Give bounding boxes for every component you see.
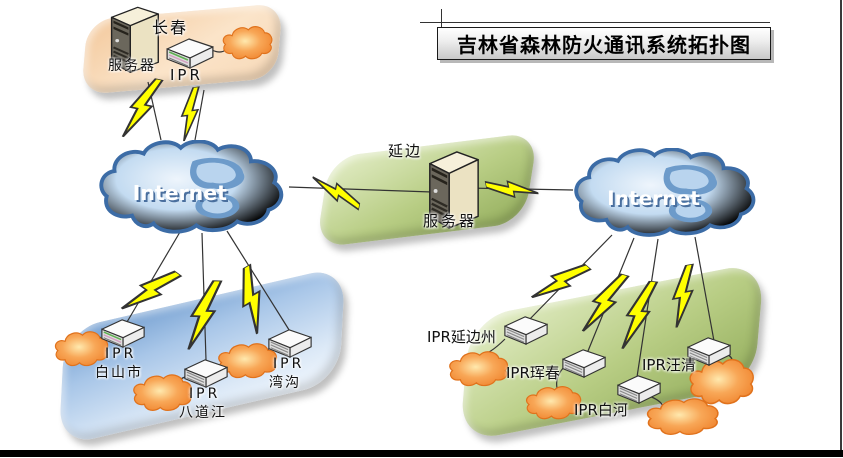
lightning-bolt-icon: [617, 279, 659, 352]
lightning-bolt-icon: [183, 279, 223, 350]
page-title: 吉林省森林防火通讯系统拓扑图: [437, 27, 771, 60]
label-baihe: IPR白河: [574, 401, 628, 419]
label-yanbian-region: 延边: [388, 142, 423, 160]
lightning-bolt-icon: [484, 170, 540, 208]
label-baishan-city: 白山市: [95, 365, 143, 381]
internet-label-shadow: Internet: [135, 183, 229, 207]
label-wangou-city: 湾沟: [269, 375, 301, 391]
label-badaojiang-router: IPR: [189, 386, 221, 402]
radio-cloud-icon-changchun: [220, 24, 274, 62]
router-icon-baihe: [615, 373, 663, 405]
radio-cloud-icon-baihe: [643, 396, 721, 438]
label-yanbian-server: 服务器: [423, 212, 478, 230]
label-changchun-region: 长春: [152, 18, 189, 37]
lightning-bolt-icon: [661, 263, 705, 329]
router-icon-wangqing: [685, 335, 733, 367]
label-baishan-router: IPR: [105, 346, 137, 362]
lightning-bolt-icon: [308, 173, 365, 212]
label-changchun-router: IPR: [170, 66, 203, 84]
radio-cloud-icon-wangou: [215, 341, 279, 381]
radio-cloud-icon-hunchun: [523, 384, 583, 422]
radio-cloud-icon-wangqing: [686, 356, 756, 408]
internet-cloud-right: Internet Internet: [570, 148, 762, 240]
lightning-bolt-icon: [578, 266, 631, 339]
lightning-bolt-icon: [118, 73, 165, 143]
page-right-border: [840, 0, 842, 450]
lightning-bolt-icon: [528, 248, 593, 316]
internet-label: Internet: [133, 181, 227, 205]
label-badaojiang-city: 八道江: [179, 405, 227, 421]
lightning-bolt-icon: [117, 255, 183, 326]
footer-bar: [0, 450, 843, 457]
internet-label: Internet: [607, 187, 700, 210]
lightning-bolt-icon: [220, 263, 283, 336]
title-tick-line: [441, 9, 442, 34]
router-icon-wangou: [266, 327, 314, 359]
label-changchun-server: 服务器: [108, 58, 156, 74]
internet-label-shadow: Internet: [609, 189, 702, 212]
router-icon-baishan: [99, 317, 147, 349]
server-icon-yanbian: [424, 148, 482, 230]
radio-cloud-icon-badaojiang: [130, 372, 194, 414]
title-rule-line: [420, 22, 770, 23]
lightning-bolt-icon: [173, 86, 208, 142]
label-hunchun: IPR珲春: [506, 364, 560, 382]
label-wangou-router: IPR: [273, 356, 305, 372]
internet-cloud-left: Internet Internet: [95, 140, 290, 237]
router-icon-yanbianzhou: [502, 314, 550, 346]
label-yanbianzhou: IPR延边州: [427, 328, 496, 346]
radio-cloud-icon-baishan: [52, 329, 110, 369]
router-icon-hunchun: [560, 347, 608, 379]
label-wangqing: IPR汪清: [642, 356, 696, 374]
radio-cloud-icon-yanbianzhou: [446, 349, 510, 389]
server-icon-changchun: [106, 4, 162, 74]
router-icon-badaojiang: [182, 357, 230, 389]
router-icon-changchun: [164, 36, 216, 70]
